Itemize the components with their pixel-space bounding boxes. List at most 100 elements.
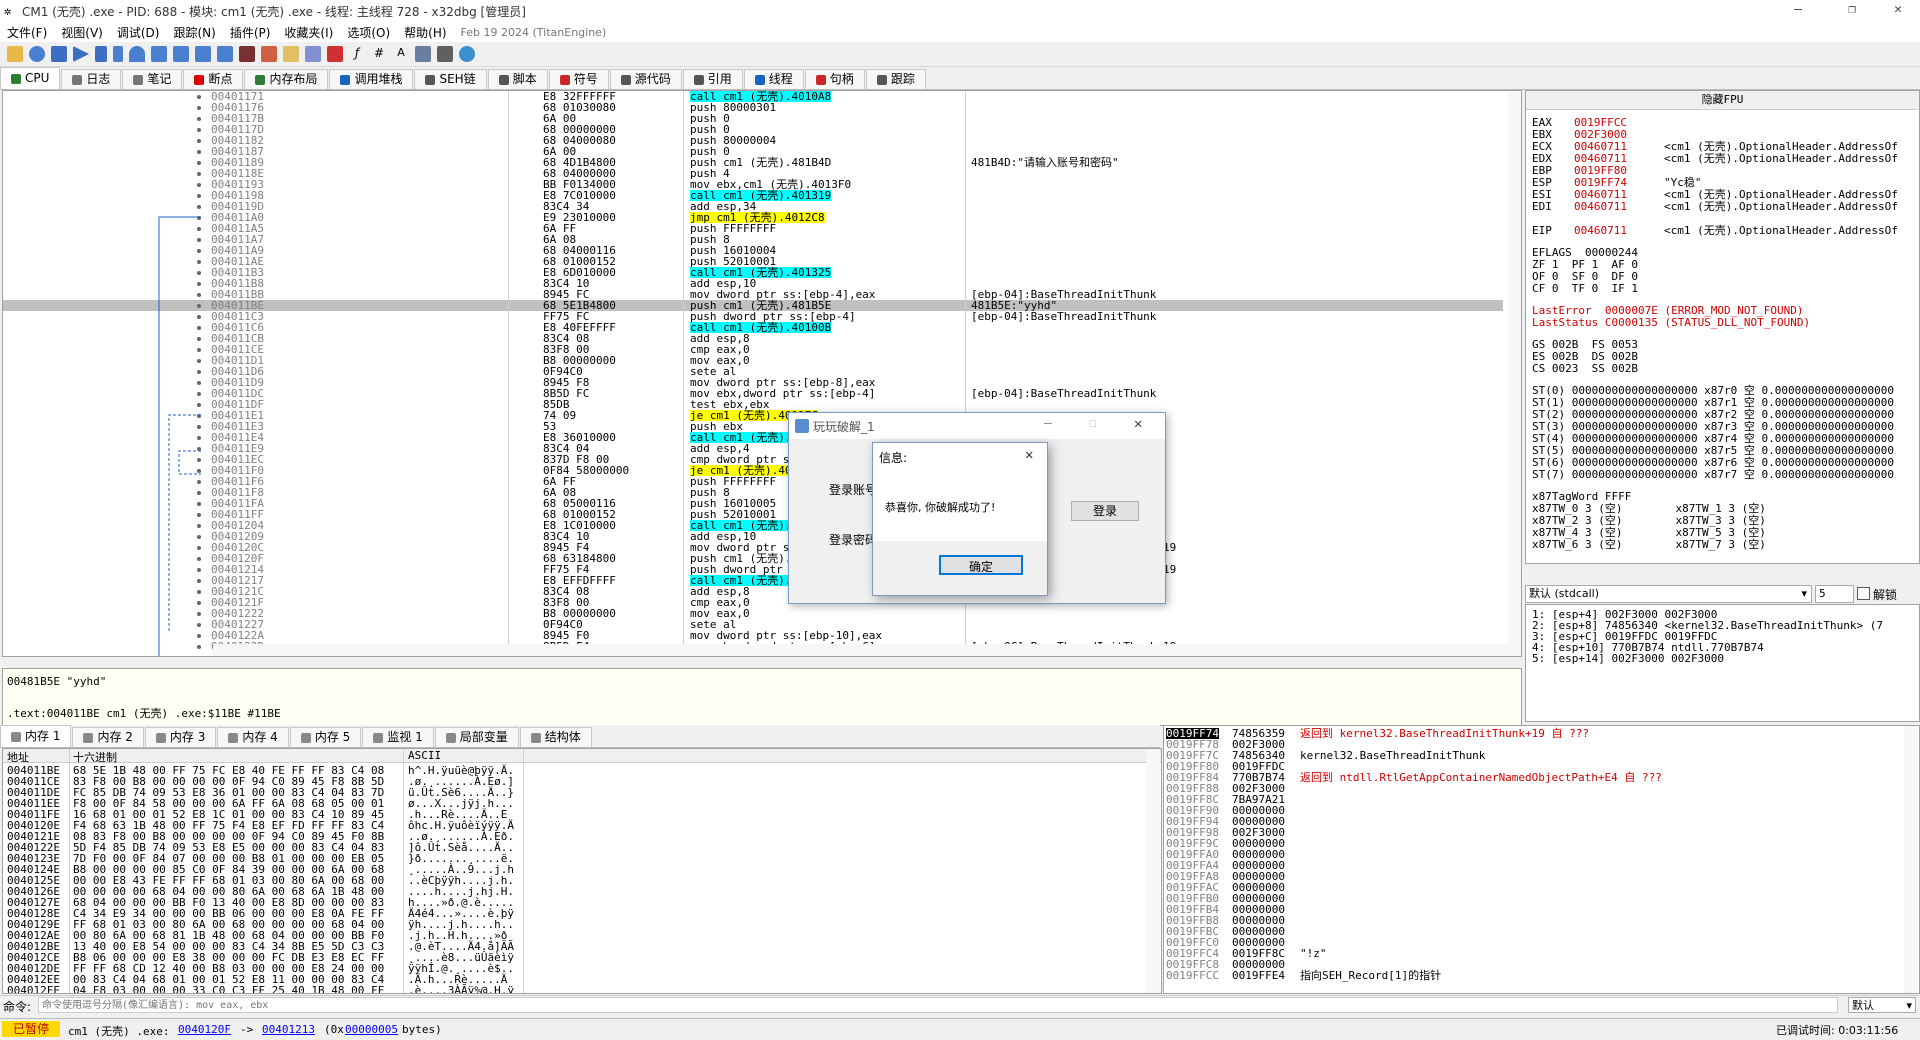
breakpoint-dot-icon[interactable] <box>197 205 201 209</box>
breakpoint-dot-icon[interactable] <box>197 95 201 99</box>
tab-2[interactable]: 笔记 <box>122 69 183 89</box>
menu-options[interactable]: 选项(O) <box>347 25 391 40</box>
breakpoint-dot-icon[interactable] <box>197 414 201 418</box>
breakpoint-dot-icon[interactable] <box>197 579 201 583</box>
breakpoint-dot-icon[interactable] <box>197 106 201 110</box>
call-convention-select[interactable]: 默认 (stdcall) ▾ <box>1525 585 1812 603</box>
tab-12[interactable]: 句柄 <box>804 69 865 89</box>
breakpoint-dot-icon[interactable] <box>197 293 201 297</box>
breakpoint-dot-icon[interactable] <box>197 315 201 319</box>
breakpoint-dot-icon[interactable] <box>197 535 201 539</box>
run-to-user-code-icon[interactable] <box>217 46 233 62</box>
breakpoint-dot-icon[interactable] <box>197 491 201 495</box>
breakpoint-dot-icon[interactable] <box>197 458 201 462</box>
bookmark-icon[interactable] <box>327 46 343 62</box>
breakpoint-dot-icon[interactable] <box>197 502 201 506</box>
breakpoint-dot-icon[interactable] <box>197 183 201 187</box>
dump-tab-4[interactable]: 内存 5 <box>289 727 362 747</box>
breakpoint-dot-icon[interactable] <box>197 436 201 440</box>
breakpoint-dot-icon[interactable] <box>197 260 201 264</box>
hash-icon[interactable]: # <box>373 46 385 60</box>
breakpoint-dot-icon[interactable] <box>197 568 201 572</box>
breakpoint-dot-icon[interactable] <box>197 612 201 616</box>
status-size[interactable]: 00000005 <box>345 1023 398 1036</box>
breakpoint-dot-icon[interactable] <box>197 117 201 121</box>
pause-icon[interactable] <box>95 46 107 62</box>
breakpoint-dot-icon[interactable] <box>197 425 201 429</box>
breakpoint-dot-icon[interactable] <box>197 216 201 220</box>
tab-6[interactable]: SEH链 <box>414 69 487 89</box>
dump-scrollbar[interactable] <box>1146 749 1160 993</box>
stack-scrollbar[interactable] <box>1904 726 1918 993</box>
breakpoint-dot-icon[interactable] <box>197 370 201 374</box>
breakpoint-dot-icon[interactable] <box>197 524 201 528</box>
breakpoint-dot-icon[interactable] <box>197 480 201 484</box>
globe-icon[interactable] <box>459 46 475 62</box>
app-close-button[interactable]: ✕ <box>1134 416 1143 432</box>
breakpoint-dot-icon[interactable] <box>197 623 201 627</box>
tab-13[interactable]: 跟踪 <box>865 69 926 89</box>
breakpoint-dot-icon[interactable] <box>197 469 201 473</box>
breakpoint-dot-icon[interactable] <box>197 194 201 198</box>
breakpoint-dot-icon[interactable] <box>197 172 201 176</box>
disasm-scrollbar[interactable] <box>1508 91 1521 656</box>
breakpoint-dot-icon[interactable] <box>197 590 201 594</box>
tab-11[interactable]: 线程 <box>743 69 804 89</box>
ok-button[interactable]: 确定 <box>939 555 1023 575</box>
dump-tab-7[interactable]: 结构体 <box>519 727 592 747</box>
tab-3[interactable]: 断点 <box>183 69 244 89</box>
execute-till-return-icon[interactable] <box>195 46 211 62</box>
dump-tab-2[interactable]: 内存 3 <box>144 727 217 747</box>
breakpoint-dot-icon[interactable] <box>197 447 201 451</box>
breakpoint-dot-icon[interactable] <box>197 546 201 550</box>
breakpoint-dot-icon[interactable] <box>197 337 201 341</box>
trace-over-icon[interactable] <box>173 46 189 62</box>
tab-1[interactable]: 日志 <box>61 69 122 89</box>
breakpoint-dot-icon[interactable] <box>197 403 201 407</box>
dump-tab-5[interactable]: 监视 1 <box>362 727 434 747</box>
arg-count-spinner[interactable]: 5 <box>1815 585 1854 603</box>
restart-icon[interactable] <box>29 46 45 62</box>
close-icon[interactable] <box>51 46 67 62</box>
login-button[interactable]: 登录 <box>1071 501 1139 521</box>
scylla-icon[interactable] <box>239 46 255 62</box>
menu-plugins[interactable]: 插件(P) <box>229 25 271 40</box>
menu-help[interactable]: 帮助(H) <box>404 25 447 40</box>
status-to-address[interactable]: 00401213 <box>262 1023 315 1036</box>
open-icon[interactable] <box>7 46 23 62</box>
breakpoint-dot-icon[interactable] <box>197 139 201 143</box>
breakpoint-dot-icon[interactable] <box>197 238 201 242</box>
